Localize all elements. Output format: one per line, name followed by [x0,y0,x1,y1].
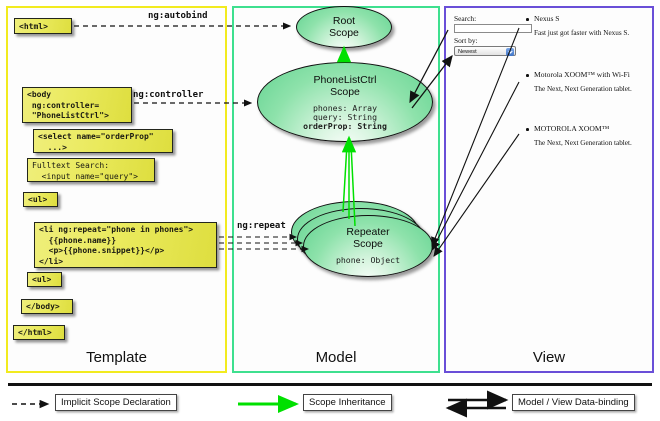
search-label: Search: [454,14,477,23]
phonelistctrl-prop-orderprop: orderProp: String [303,121,387,131]
ng-repeat-label: ng:repeat [237,221,286,231]
ng-autobind-label: ng:autobind [148,11,208,21]
ul-close-box: <ul> [27,272,62,287]
phone-snippet: The Next, Next Generation tablet. [534,139,632,147]
bullet-icon [526,128,529,131]
ng-controller-label: ng:controller [133,90,204,100]
legend-scope-inheritance: Scope Inheritance [303,394,392,411]
column-label-view: View [532,349,566,366]
list-item: Nexus S Fast just got faster with Nexus … [526,14,629,38]
select-orderprop-box: <select name="orderProp" ...> [33,129,173,153]
bullet-icon [526,18,529,21]
phone-snippet: The Next, Next Generation tablet. [534,85,632,93]
list-item: Motorola XOOM™ with Wi-Fi The Next, Next… [526,70,632,94]
fulltext-search-box: Fulltext Search: <input name="query"> [27,158,155,182]
phone-name[interactable]: Motorola XOOM™ with Wi-Fi [534,70,630,79]
body-controller-box: <body ng:controller= "PhoneListCtrl"> [22,87,132,123]
html-close-box: </html> [13,325,65,340]
phone-snippet: Fast just got faster with Nexus S. [534,29,630,37]
phone-name[interactable]: MOTOROLA XOOM™ [534,124,610,133]
legend-glyph-databinding [445,390,509,418]
body-close-box: </body> [21,299,73,314]
html-open-box: <html> [14,18,72,34]
phonelistctrl-prop-phones: phones: Array [312,103,378,113]
phone-name[interactable]: Nexus S [534,14,560,23]
li-repeat-box: <li ng:repeat="phone in phones"> {{phone… [34,222,217,268]
phonelistctrl-prop-query: query: String [312,112,378,122]
phonelistctrl-scope-title: PhoneListCtrl Scope [313,74,377,98]
bullet-icon [526,74,529,77]
root-scope-ellipse: Root Scope [296,6,392,48]
repeater-scope-title: Repeater Scope [346,226,390,250]
sort-select[interactable]: Newest [454,46,516,56]
ul-open-box: <ul> [23,192,58,207]
legend-data-binding: Model / View Data-binding [512,394,635,411]
sort-label: Sort by: [454,36,478,45]
column-template [6,6,227,373]
chevron-down-icon[interactable] [506,48,514,56]
root-scope-title: Root Scope [329,15,359,39]
view-pane: Search: Sort by: Newest Nexus S Fast jus… [452,12,648,364]
list-item: MOTOROLA XOOM™ The Next, Next Generation… [526,124,632,148]
repeater-prop-phone: phone: Object [335,255,401,265]
column-label-model: Model [315,349,357,366]
legend-implicit-scope: Implicit Scope Declaration [55,394,177,411]
sort-select-value: Newest [458,49,477,55]
repeater-scope-ellipse: Repeater Scope phone: Object [303,215,433,277]
column-model [232,6,440,373]
column-label-template: Template [86,349,147,366]
search-input[interactable] [454,24,532,33]
legend-divider [8,383,652,386]
phonelistctrl-scope-ellipse: PhoneListCtrl Scope phones: Array query:… [257,62,433,142]
